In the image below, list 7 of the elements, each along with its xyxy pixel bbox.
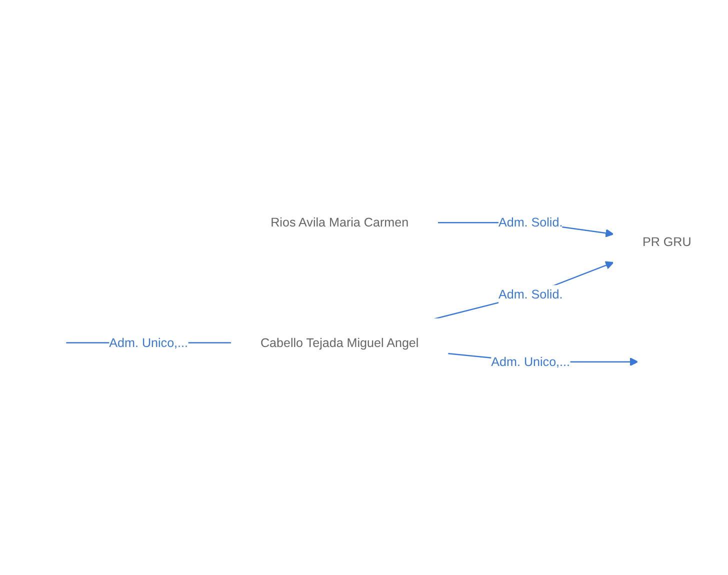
node-text: PR GRU xyxy=(642,234,692,249)
edge-label: Adm. Unico,... xyxy=(491,354,570,369)
node-text: Cabello Tejada Miguel Angel xyxy=(260,335,419,350)
edge-label: Adm. Unico,... xyxy=(109,335,188,350)
edge-label: Adm. Solid. xyxy=(498,215,563,230)
edge-label: Adm. Solid. xyxy=(498,287,563,302)
node-text: Rios Avila Maria Carmen xyxy=(270,215,409,230)
